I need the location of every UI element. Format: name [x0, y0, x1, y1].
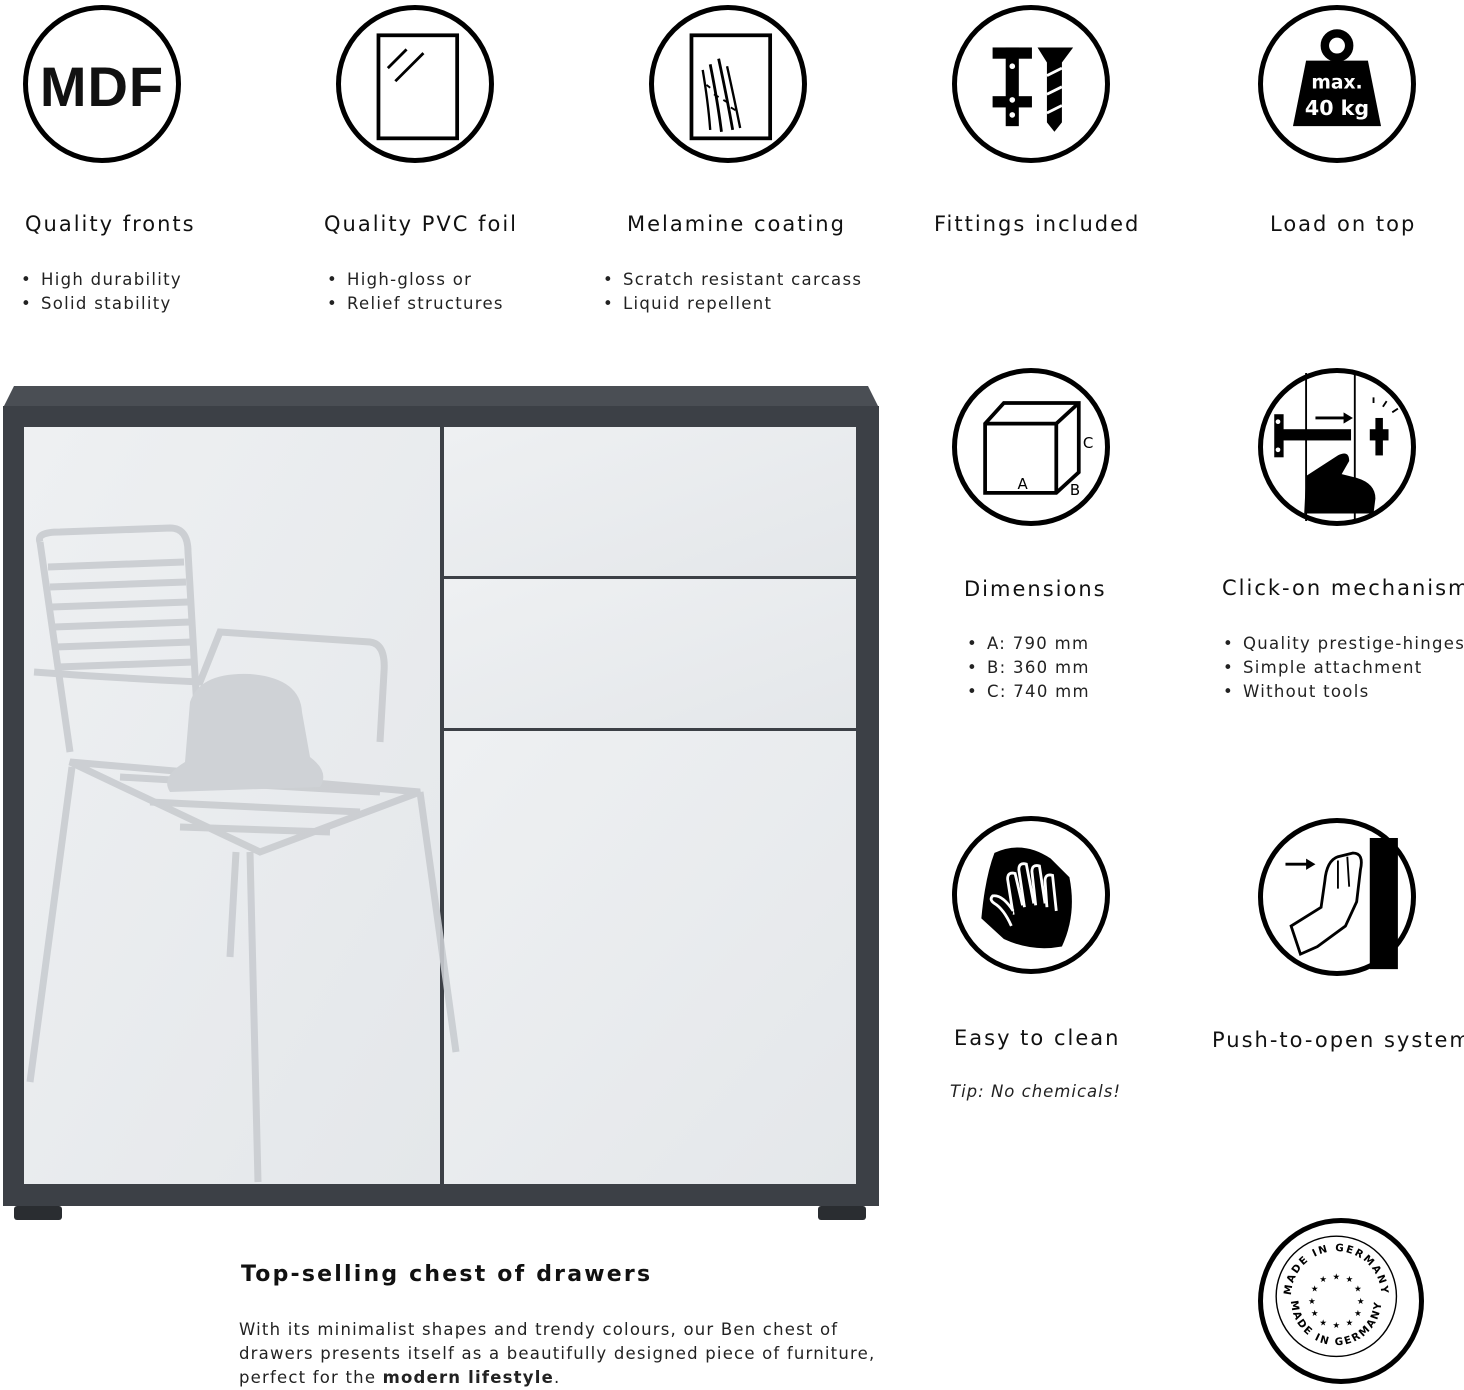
- list-item: Liquid repellent: [603, 292, 862, 316]
- list-item: Solid stability: [21, 292, 182, 316]
- feature-bullets-melamine: Scratch resistant carcass Liquid repelle…: [603, 268, 862, 316]
- weight-icon: max. 40 kg: [1258, 5, 1416, 163]
- svg-text:★: ★: [1333, 1320, 1341, 1330]
- svg-text:★: ★: [1333, 1271, 1341, 1281]
- list-item: Without tools: [1223, 680, 1464, 704]
- hinge-screw-icon: [952, 5, 1110, 163]
- svg-text:★: ★: [1311, 1308, 1319, 1318]
- click-hinge-icon: [1258, 368, 1416, 526]
- list-item: Simple attachment: [1223, 656, 1464, 680]
- list-item: Quality prestige-hinges: [1223, 632, 1464, 656]
- feature-bullets-pvc-foil: High-gloss or Relief structures: [327, 268, 504, 316]
- list-item: C: 740 mm: [967, 680, 1090, 704]
- svg-text:B: B: [1070, 481, 1080, 499]
- feature-title-fittings-included: Fittings included: [934, 212, 1141, 236]
- svg-text:★: ★: [1346, 1317, 1354, 1327]
- feature-bullets-dimensions: A: 790 mm B: 360 mm C: 740 mm: [967, 632, 1090, 704]
- product-description: With its minimalist shapes and trendy co…: [239, 1318, 879, 1390]
- tip-text: Tip: No chemicals!: [950, 1082, 1121, 1101]
- svg-text:★: ★: [1308, 1296, 1316, 1306]
- feature-title-quality-pvc-foil: Quality PVC foil: [324, 212, 518, 236]
- scratch-icon: [649, 5, 807, 163]
- svg-text:★: ★: [1354, 1284, 1362, 1294]
- chest-of-drawers-image: [0, 382, 880, 1224]
- made-in-germany-seal-icon: MADE IN GERMANY MADE IN GERMANY ★★★ ★★★ …: [1258, 1218, 1424, 1384]
- svg-text:★: ★: [1319, 1274, 1327, 1284]
- feature-bullets-click-on: Quality prestige-hinges Simple attachmen…: [1223, 632, 1464, 704]
- svg-text:★: ★: [1319, 1317, 1327, 1327]
- product-title: Top-selling chest of drawers: [241, 1262, 653, 1287]
- description-emphasis: modern lifestyle: [382, 1368, 554, 1387]
- cleaning-hand-icon: [952, 816, 1110, 974]
- feature-bullets-quality-fronts: High durability Solid stability: [21, 268, 182, 316]
- description-text: With its minimalist shapes and trendy co…: [239, 1320, 876, 1387]
- pvc-foil-icon: [336, 5, 494, 163]
- mdf-icon: MDF: [23, 5, 181, 163]
- list-item: A: 790 mm: [967, 632, 1090, 656]
- svg-text:40 kg: 40 kg: [1305, 96, 1369, 120]
- box-dimensions-icon: A B C: [952, 368, 1110, 526]
- svg-text:★: ★: [1354, 1308, 1362, 1318]
- list-item: High durability: [21, 268, 182, 292]
- feature-title-quality-fronts: Quality fronts: [25, 212, 196, 236]
- push-open-icon: [1258, 818, 1416, 976]
- svg-text:A: A: [1017, 475, 1028, 493]
- svg-text:★: ★: [1357, 1296, 1365, 1306]
- svg-text:max.: max.: [1311, 73, 1362, 94]
- svg-text:★: ★: [1346, 1274, 1354, 1284]
- list-item: Scratch resistant carcass: [603, 268, 862, 292]
- feature-title-push-to-open: Push-to-open system: [1212, 1028, 1464, 1052]
- description-end: .: [553, 1368, 561, 1387]
- list-item: High-gloss or: [327, 268, 504, 292]
- feature-title-melamine-coating: Melamine coating: [627, 212, 846, 236]
- feature-title-dimensions: Dimensions: [964, 577, 1107, 601]
- feature-title-easy-to-clean: Easy to clean: [954, 1026, 1121, 1050]
- feature-title-load-on-top: Load on top: [1270, 212, 1417, 236]
- svg-text:C: C: [1083, 434, 1093, 452]
- list-item: B: 360 mm: [967, 656, 1090, 680]
- svg-text:★: ★: [1311, 1284, 1319, 1294]
- list-item: Relief structures: [327, 292, 504, 316]
- feature-title-click-on-mechanism: Click-on mechanism: [1222, 576, 1464, 600]
